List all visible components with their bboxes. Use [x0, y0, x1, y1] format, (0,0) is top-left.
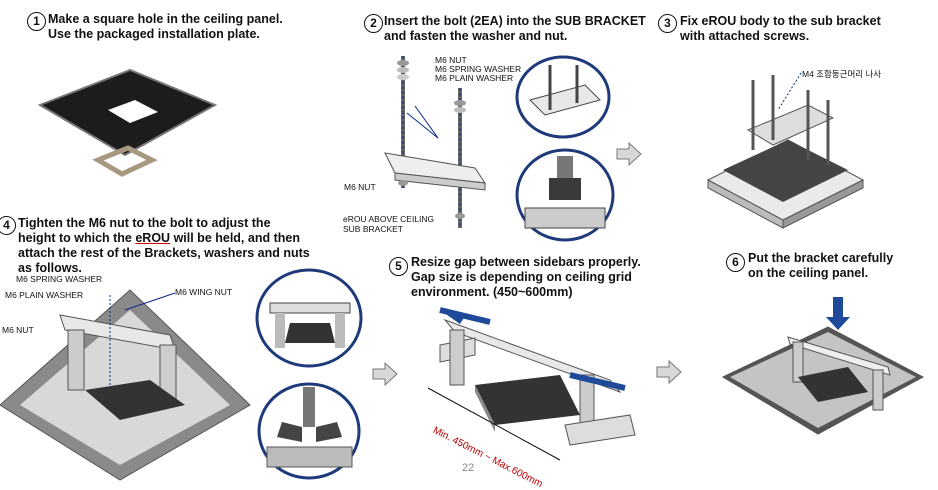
step-4-line-3: attach the rest of the Brackets, washers…	[18, 246, 310, 260]
detail-circle-wingnut	[257, 382, 361, 480]
step-6-line-2: on the ceiling panel.	[748, 266, 869, 280]
step-6-number: 6	[726, 253, 745, 272]
step-2-text: Insert the bolt (2EA) into the SUB BRACK…	[384, 14, 646, 44]
s4-label-plain: M6 PLAIN WASHER	[5, 290, 84, 300]
step-5-line-3: environment. (450~600mm)	[411, 285, 573, 299]
step-4-line-4: as follows.	[18, 261, 82, 275]
step-2-line-2: and fasten the washer and nut.	[384, 29, 568, 43]
arrow-step-2-to-3	[616, 141, 642, 167]
step-3-number: 3	[658, 14, 677, 33]
step-4-line-1: Tighten the M6 nut to the bolt to adjust…	[18, 216, 271, 230]
erou-body-illustration	[706, 72, 865, 229]
step-3-line-2: with attached screws.	[680, 29, 810, 43]
step-5-number: 5	[389, 257, 408, 276]
page-number: 22	[462, 462, 475, 474]
arrow-step-4-to-5	[372, 361, 398, 387]
s4-label-nut: M6 NUT	[2, 325, 34, 335]
s3-label-screw: M4 조합둥근머리 나사	[802, 69, 882, 79]
s2-label-nut: M6 NUT	[435, 55, 467, 65]
bracket-assembly-illustration	[0, 289, 251, 481]
step-4-text: Tighten the M6 nut to the bolt to adjust…	[18, 216, 310, 276]
step-2-number: 2	[364, 14, 383, 33]
step-4-number: 4	[0, 216, 16, 235]
step-5-line-1: Resize gap between sidebars properly.	[411, 255, 641, 269]
step-1-text: Make a square hole in the ceiling panel.…	[48, 12, 283, 42]
detail-circle-nut	[515, 148, 615, 242]
placed-bracket-illustration	[721, 297, 925, 435]
step-1-line-2: Use the packaged installation plate.	[48, 27, 260, 41]
step-6-line-1: Put the bracket carefully	[748, 251, 894, 265]
step-3-line-1: Fix eROU body to the sub bracket	[680, 14, 881, 28]
detail-circle-bracket	[515, 55, 611, 139]
resize-gap-illustration	[427, 307, 636, 461]
step-2-line-1: Insert the bolt (2EA) into the SUB BRACK…	[384, 14, 646, 28]
s4-label-wing: M6 WING NUT	[175, 287, 233, 297]
detail-circle-assembly	[255, 268, 363, 368]
s2-label-nut-bottom: M6 NUT	[344, 182, 376, 192]
step-4-line-2: height to which the eROU will be held, a…	[18, 231, 300, 245]
step-1-line-1: Make a square hole in the ceiling panel.	[48, 12, 283, 26]
step-3-text: Fix eROU body to the sub bracket with at…	[680, 14, 881, 44]
s2-label-spring: M6 SPRING WASHER	[435, 64, 522, 74]
arrow-step-5-to-6	[656, 359, 682, 385]
ceiling-panel-hole-illustration	[37, 68, 218, 177]
s2-label-above-2: SUB BRACKET	[343, 224, 403, 234]
s4-label-spring: M6 SPRING WASHER	[16, 274, 103, 284]
s2-label-plain: M6 PLAIN WASHER	[435, 73, 514, 83]
s2-label-above-1: eROU ABOVE CEILING	[343, 214, 435, 224]
step-5-line-2: Gap size is depending on ceiling grid	[411, 270, 632, 284]
step-6-text: Put the bracket carefully on the ceiling…	[748, 251, 893, 281]
sub-bracket-bolt-illustration	[384, 56, 487, 228]
step-5-text: Resize gap between sidebars properly. Ga…	[411, 255, 641, 300]
step-1-number: 1	[27, 12, 46, 31]
